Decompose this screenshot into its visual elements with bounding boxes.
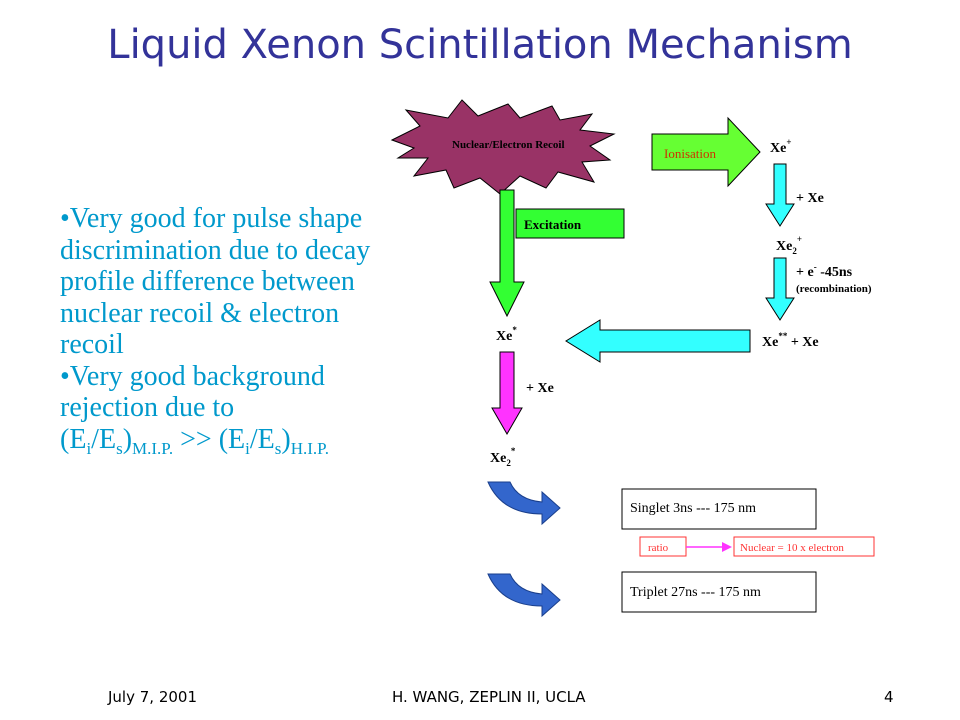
slide-title: Liquid Xenon Scintillation Mechanism: [107, 22, 853, 68]
xe2-star-label: Xe2*: [490, 446, 516, 468]
magenta-down-arrow: [491, 351, 523, 436]
nuclear-ratio-box: [733, 536, 875, 557]
ratio-arrow-head: [722, 542, 732, 552]
xe-plus-label: Xe+: [770, 137, 791, 156]
bullet-background-text: •Very good background rejection due to: [60, 360, 325, 424]
excitation-down-arrow: [489, 189, 525, 318]
footer-page-number: 4: [884, 688, 894, 706]
recombination-time-label: + e- -45ns: [796, 262, 853, 280]
plus-xe-label-1: + Xe: [796, 191, 824, 206]
bullet-background-rejection: •Very good background rejection due to (…: [60, 361, 390, 465]
rejection-formula: (Ei/Es)M.I.P. >> (Ei/Es)H.I.P.: [60, 423, 329, 458]
recoil-burst-shape: [390, 99, 616, 195]
triplet-curved-arrow: [487, 573, 561, 618]
excitation-label: Excitation: [524, 217, 582, 232]
singlet-box: [621, 488, 817, 530]
plus-xe-label-2: + Xe: [526, 381, 554, 396]
bullet-list: •Very good for pulse shape discriminatio…: [60, 203, 390, 464]
singlet-label: Singlet 3ns --- 175 nm: [630, 501, 756, 516]
ionisation-label: Ionisation: [664, 146, 716, 161]
xe2-plus-label: Xe2+: [776, 234, 802, 256]
footer-author: H. WANG, ZEPLIN II, UCLA: [392, 688, 586, 706]
nuclear-ratio-label: Nuclear = 10 x electron: [740, 542, 844, 554]
triplet-box: [621, 571, 817, 613]
xe-star-label: Xe*: [496, 325, 517, 344]
recoil-label: Nuclear/Electron Recoil: [452, 139, 565, 151]
singlet-curved-arrow: [487, 481, 561, 526]
cyan-down-arrow-2: [765, 257, 795, 321]
cyan-down-arrow-1: [765, 163, 795, 227]
ratio-label: ratio: [648, 542, 669, 554]
excitation-box: [515, 208, 625, 239]
triplet-label: Triplet 27ns --- 175 nm: [630, 585, 761, 600]
footer-date: July 7, 2001: [108, 688, 197, 706]
bullet-pulse-shape: •Very good for pulse shape discriminatio…: [60, 203, 371, 360]
xe-double-star-label: Xe** + Xe: [762, 331, 819, 350]
cyan-left-arrow: [565, 319, 751, 363]
ionisation-arrow: [651, 116, 761, 188]
recombination-note: (recombination): [796, 283, 872, 295]
